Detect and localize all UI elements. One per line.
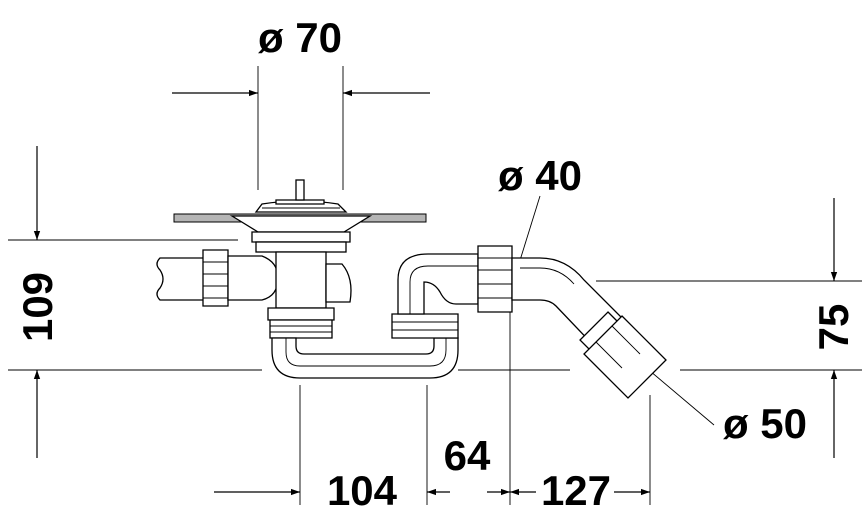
overflow-riser [391, 245, 513, 339]
outlet-diameter-label: ø 40 [498, 152, 582, 199]
outlet-pipe [583, 315, 667, 399]
drain-body [267, 251, 352, 339]
total-height-label: 109 [14, 272, 61, 342]
drain-assembly [156, 179, 667, 399]
pipe-offset-label: 127 [541, 467, 611, 514]
inlet-pipe [156, 249, 279, 307]
outlet-offset-label: 64 [444, 432, 491, 479]
outlet-height-label: 75 [810, 304, 857, 351]
dimension-labels: ø 70 ø 40 ø 50 109 75 104 64 127 [14, 14, 857, 514]
u-bend [271, 337, 459, 379]
drain-diameter-label: ø 70 [258, 14, 342, 61]
trap-offset-label: 104 [327, 467, 398, 514]
pipe-diameter-label: ø 50 [723, 400, 807, 447]
drain-flange [173, 179, 427, 253]
